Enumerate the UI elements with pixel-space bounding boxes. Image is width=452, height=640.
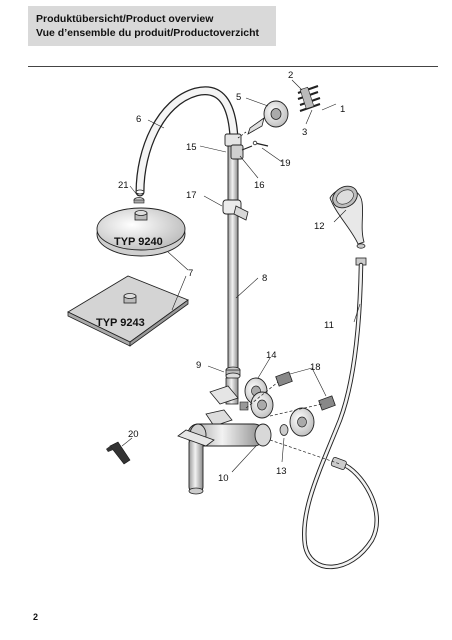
wall-connections	[239, 371, 341, 465]
callout-18: 18	[310, 362, 321, 373]
callout-19: 19	[280, 158, 291, 169]
round-head-shower	[96, 207, 186, 257]
callout-11: 11	[324, 320, 334, 331]
callout-6: 6	[136, 114, 141, 125]
shower-arm	[135, 86, 239, 197]
callout-7: 7	[188, 268, 193, 279]
callout-21: 21	[118, 180, 129, 191]
page-title-line-2: Vue d’ensemble du produit/Productoverzic…	[36, 27, 260, 39]
callout-8: 8	[262, 273, 267, 284]
callout-13: 13	[276, 466, 287, 477]
callout-16: 16	[254, 180, 265, 191]
header-rule	[28, 66, 438, 67]
type-label-9240: TYP 9240	[114, 236, 163, 248]
pin-part-19	[252, 140, 269, 147]
callout-14: 14	[266, 350, 277, 361]
callout-2: 2	[288, 70, 293, 81]
header-box	[28, 6, 276, 46]
callout-10: 10	[218, 473, 229, 484]
callout-3: 3	[302, 127, 307, 138]
callout-9: 9	[196, 360, 201, 371]
wall-bracket	[237, 100, 289, 139]
page-title-line-1: Produktübersicht/Product overview	[36, 13, 214, 25]
callout-15: 15	[186, 142, 197, 153]
type-label-9243: TYP 9243	[96, 317, 145, 329]
callout-12: 12	[314, 221, 325, 232]
nut-part-21	[133, 197, 145, 204]
hand-shower	[329, 185, 367, 266]
callout-1: 1	[340, 104, 345, 115]
mixer-body	[177, 377, 272, 495]
page-number: 2	[33, 612, 39, 622]
square-head-shower	[67, 275, 189, 347]
callout-20: 20	[128, 429, 139, 440]
callout-leader-lines	[121, 79, 361, 473]
allen-key	[106, 441, 131, 465]
callout-17: 17	[186, 190, 197, 201]
shower-rail	[222, 133, 253, 380]
shower-hose	[302, 262, 379, 570]
screws-and-dowels	[297, 85, 321, 112]
callout-5: 5	[236, 92, 241, 103]
